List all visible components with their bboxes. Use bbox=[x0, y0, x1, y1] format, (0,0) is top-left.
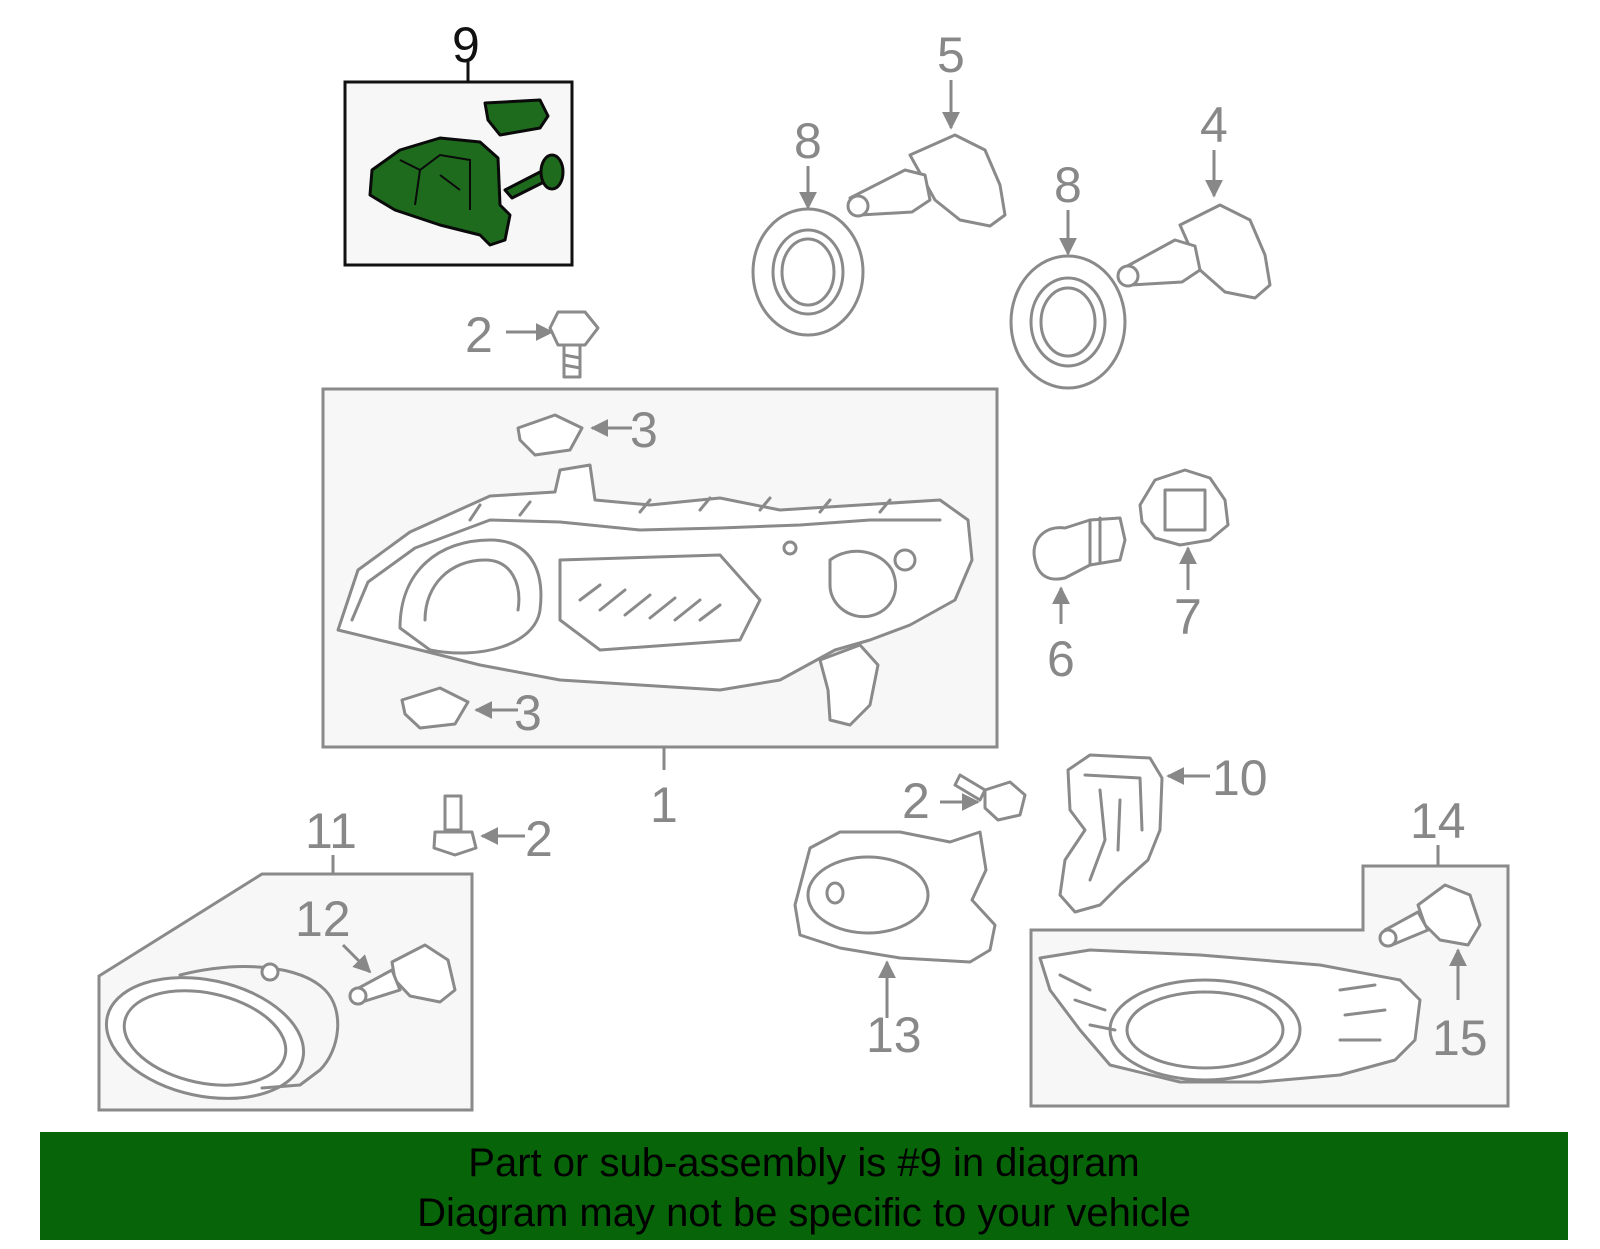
callout-3b: 3 bbox=[514, 685, 542, 741]
part-14-fog-lamp[interactable]: 14 bbox=[1029, 793, 1510, 1108]
callout-8b: 8 bbox=[1054, 157, 1082, 213]
part-8-ring-b[interactable]: 8 bbox=[1009, 157, 1127, 390]
part-8-ring-a[interactable]: 8 bbox=[751, 113, 865, 337]
callout-15: 15 bbox=[1432, 1010, 1488, 1066]
callout-2a: 2 bbox=[465, 307, 493, 363]
part-2-bolt-c[interactable]: 2 bbox=[432, 794, 553, 867]
banner-line-2: Diagram may not be specific to your vehi… bbox=[417, 1191, 1191, 1235]
part-1-headlamp[interactable]: 1 3 3 bbox=[321, 387, 999, 833]
callout-13: 13 bbox=[866, 1007, 922, 1063]
part-2-bolt-a[interactable]: 2 bbox=[465, 307, 600, 379]
part-13-fog-cover[interactable]: 13 bbox=[793, 830, 997, 1063]
part-9-bracket[interactable] bbox=[368, 136, 512, 247]
callout-2b: 2 bbox=[902, 773, 930, 829]
callout-14: 14 bbox=[1410, 793, 1466, 849]
part-15-bulb[interactable]: 15 bbox=[1378, 883, 1488, 1066]
part-11-fog-lamp[interactable]: 11 bbox=[95, 803, 474, 1116]
part-12-bulb[interactable]: 12 bbox=[295, 891, 457, 1006]
part-5-bulb[interactable]: 5 bbox=[846, 27, 1007, 228]
part-10-bracket[interactable]: 10 bbox=[1058, 750, 1268, 914]
callout-12: 12 bbox=[295, 891, 351, 947]
callout-10: 10 bbox=[1212, 750, 1268, 806]
part-9-group[interactable]: 9 bbox=[343, 17, 574, 267]
callout-3a: 3 bbox=[630, 402, 658, 458]
callout-9: 9 bbox=[452, 17, 480, 73]
callout-5: 5 bbox=[937, 27, 965, 83]
part-2-bolt-b[interactable]: 2 bbox=[902, 773, 1027, 829]
info-banner: Part or sub-assembly is #9 in diagram Di… bbox=[40, 1132, 1568, 1240]
callout-11: 11 bbox=[305, 803, 357, 859]
part-9-clip[interactable] bbox=[483, 98, 550, 137]
part-4-bulb[interactable]: 4 bbox=[1116, 97, 1272, 300]
part-7-socket[interactable]: 7 bbox=[1138, 468, 1230, 645]
part-6-bulb[interactable]: 6 bbox=[1032, 516, 1127, 687]
callout-1: 1 bbox=[650, 777, 678, 833]
banner-line-1: Part or sub-assembly is #9 in diagram bbox=[468, 1141, 1140, 1185]
callout-2c: 2 bbox=[525, 811, 553, 867]
callout-8a: 8 bbox=[794, 113, 822, 169]
callout-4: 4 bbox=[1200, 97, 1228, 153]
callout-7: 7 bbox=[1174, 589, 1202, 645]
callout-6: 6 bbox=[1047, 631, 1075, 687]
